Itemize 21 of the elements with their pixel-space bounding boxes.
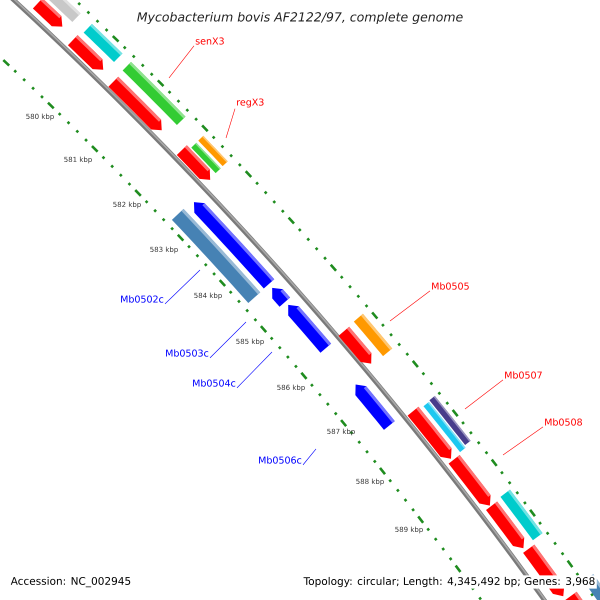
leader-line — [464, 380, 504, 410]
gene-label: Mb0504c — [193, 379, 236, 387]
gene-label: Mb0508 — [545, 418, 582, 426]
gene-label: Mb0507 — [505, 371, 542, 379]
leader-line — [502, 426, 544, 456]
leader-line — [390, 290, 430, 322]
leader-line — [210, 322, 246, 358]
genome-info-text: Topology: circular; Length: 4,345,492 bp; Genes: 3,968 — [302, 575, 597, 589]
gene-label: senX3 — [196, 37, 224, 45]
gene-label: Mb0503c — [166, 349, 208, 357]
gene-label: regX3 — [237, 98, 264, 108]
leader-line — [226, 108, 236, 138]
gene-label: Mb0502c — [121, 295, 164, 303]
leader-line — [164, 270, 200, 304]
leader-line — [168, 46, 194, 78]
leader-line — [302, 448, 316, 466]
leader-line — [236, 352, 272, 388]
title: Mycobacterium bovis AF2122/97, complete genome — [137, 12, 463, 24]
accession-text: Accession: NC_002945 — [9, 575, 133, 589]
gene-label: Mb0505 — [432, 282, 469, 290]
gene-label: Mb0506c — [259, 456, 302, 464]
